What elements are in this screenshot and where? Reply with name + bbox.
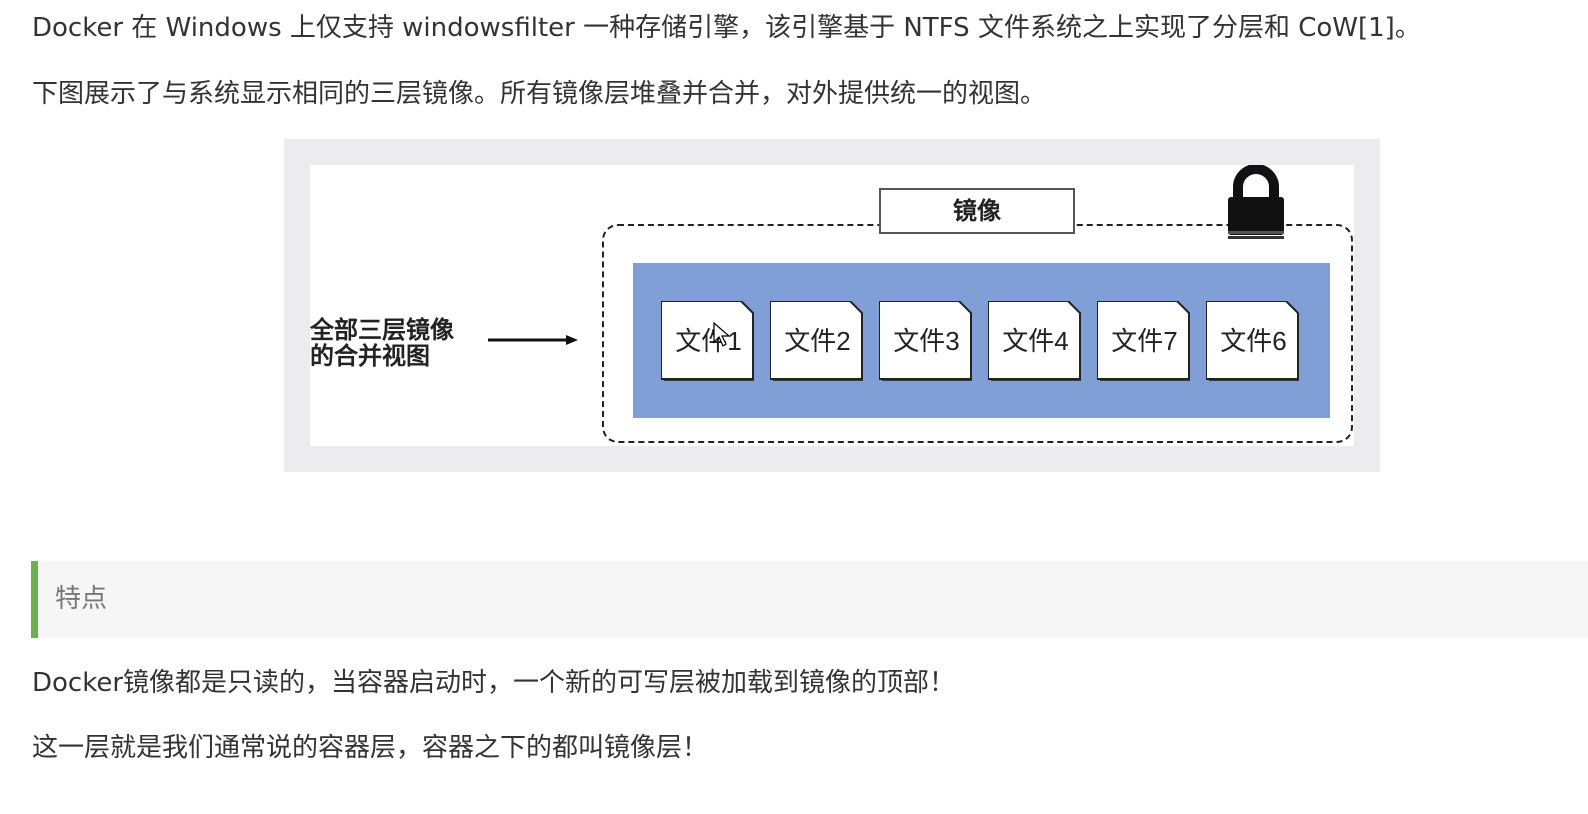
file-label: 文件4 <box>1002 326 1069 356</box>
file-icon <box>661 301 754 381</box>
file-label: 文件7 <box>1111 326 1178 356</box>
file-icon <box>879 301 972 381</box>
mouse-cursor-icon <box>713 322 731 347</box>
file-label: 文件1 <box>675 326 742 356</box>
file-card: 文件1 <box>661 301 756 381</box>
image-layer-band: 文件1 文件2 文件3 <box>633 263 1330 418</box>
file-icon <box>770 301 863 381</box>
features-callout: 特点 <box>31 561 1588 638</box>
merged-view-label-line1: 全部三层镜像 <box>310 316 454 344</box>
diagram-canvas: 全部三层镜像 的合并视图 镜像 <box>310 165 1354 446</box>
merged-view-label-line2: 的合并视图 <box>310 342 430 370</box>
merged-view-label: 全部三层镜像 的合并视图 <box>310 317 454 369</box>
paragraph-readonly: Docker镜像都是只读的，当容器启动时，一个新的可写层被加载到镜像的顶部！ <box>32 668 956 698</box>
layered-image-diagram: 全部三层镜像 的合并视图 镜像 <box>284 139 1380 472</box>
image-title-box: 镜像 <box>879 188 1075 234</box>
file-card: 文件3 <box>879 301 974 381</box>
file-icon <box>988 301 1081 381</box>
arrow-right-icon <box>488 335 578 345</box>
file-card: 文件7 <box>1097 301 1192 381</box>
file-card: 文件2 <box>770 301 865 381</box>
file-label: 文件3 <box>893 326 960 356</box>
file-label: 文件2 <box>784 326 851 356</box>
paragraph-container-layer: 这一层就是我们通常说的容器层，容器之下的都叫镜像层！ <box>32 733 709 763</box>
file-label: 文件6 <box>1220 326 1287 356</box>
callout-title: 特点 <box>55 584 108 614</box>
paragraph-figure-intro: 下图展示了与系统显示相同的三层镜像。所有镜像层堆叠并合并，对外提供统一的视图。 <box>32 79 1047 109</box>
file-icon <box>1097 301 1190 381</box>
file-card: 文件6 <box>1206 301 1301 381</box>
file-icon <box>1206 301 1299 381</box>
paragraph-storage-engine: Docker 在 Windows 上仅支持 windowsfilter 一种存储… <box>32 13 1421 43</box>
lock-icon <box>1228 165 1284 239</box>
file-card: 文件4 <box>988 301 1083 381</box>
